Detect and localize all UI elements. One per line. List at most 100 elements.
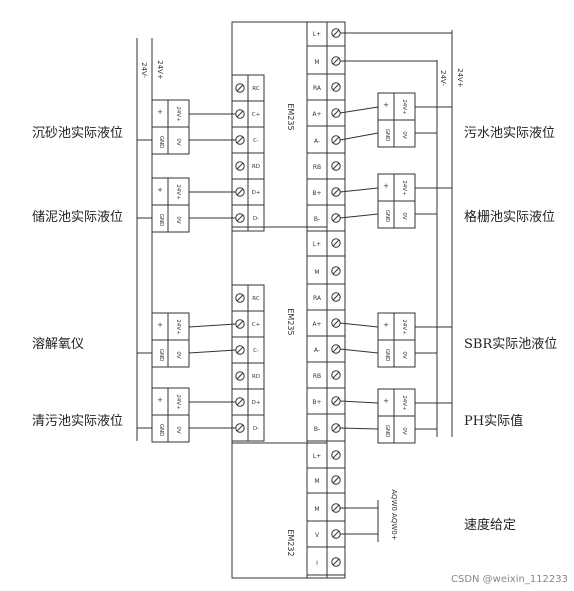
right-transmitter-4-gnd: GND [384, 425, 390, 438]
screw-slot [236, 84, 244, 92]
signal-wire [188, 323, 237, 328]
module-1-pin-B-: B- [314, 216, 320, 223]
screw-slot [332, 83, 340, 91]
screw-slot [332, 57, 340, 65]
screw-slot [332, 319, 340, 327]
right-transmitter-4-plus: + [383, 397, 389, 405]
left-sensor-label-1: 沉砂池实际液位 [32, 126, 124, 141]
left-bus-label-plus: 24V+ [156, 60, 164, 80]
left-sensor-label-3: 溶解氧仪 [32, 337, 85, 352]
module-2-pin-C-: C- [253, 348, 259, 354]
signal-wire [339, 427, 379, 430]
module-1-pin-RC: RC [252, 86, 260, 92]
right-sensor-label-2: 格栅池实际液位 [464, 210, 556, 225]
right-terminal-strip [306, 21, 346, 579]
screw-slot [332, 476, 340, 484]
module-1-pin-A+: A+ [312, 111, 321, 118]
signal-wire [339, 187, 379, 193]
screw-slot [236, 294, 244, 302]
module-1-pin-L+: L+ [313, 31, 321, 38]
module-3-pin-V: V [315, 532, 320, 539]
module-3-pin-L+: L+ [313, 453, 321, 460]
left-transmitter-2-plus: + [157, 186, 163, 194]
module-1-pin-M: M [314, 59, 319, 66]
left-transmitter-2-0v: 0V [175, 216, 181, 223]
module-2-pin-RC: RC [252, 296, 260, 302]
left-bus-label-minus: 24V- [140, 62, 148, 78]
screw-slot [332, 558, 340, 566]
right-sensor-label-1: 污水池实际液位 [464, 126, 556, 141]
right-transmitter-1-plus: + [383, 101, 389, 109]
screw-slot [332, 397, 340, 405]
right-transmitter-2-plus: + [383, 182, 389, 190]
screw-terminal-icon [331, 161, 341, 171]
screw-slot [332, 267, 340, 275]
left-transmitter-1-24v: 24V+ [175, 106, 181, 122]
screw-terminal-icon [331, 238, 341, 248]
right-transmitter-3-plus: + [383, 321, 389, 329]
left-transmitter-4-24v: 24V+ [175, 394, 181, 410]
module-name-1: EM235 [286, 103, 295, 130]
module-1-pin-B+: B+ [312, 190, 321, 197]
screw-slot [332, 371, 340, 379]
module-name-3: EM232 [286, 529, 295, 556]
module-2-pin-D-: D- [253, 426, 259, 432]
left-transmitter-4-gnd: GND [158, 424, 164, 437]
left-transmitter-3-gnd: GND [158, 349, 164, 362]
screw-slot [332, 451, 340, 459]
module-3-body [231, 442, 328, 579]
module-1-pin-RB: RB [313, 164, 321, 171]
screw-slot [236, 162, 244, 170]
signal-wire [188, 349, 237, 354]
screw-terminal-icon [331, 266, 341, 276]
screw-slot [332, 239, 340, 247]
left-transmitter-2-gnd: GND [158, 214, 164, 227]
left-transmitter-1-0v: 0V [175, 138, 181, 145]
screw-slot [332, 293, 340, 301]
module-1-pin-C+: C+ [252, 112, 261, 118]
module-2-pin-RD: RD [252, 374, 260, 380]
left-transmitter-4-plus: + [157, 396, 163, 404]
right-bus-label-minus: 24V- [439, 70, 447, 86]
screw-terminal-icon [331, 370, 341, 380]
analog-output-label: AQW0 AQW0+ [390, 489, 398, 540]
speed-setpoint-label: 速度给定 [464, 518, 517, 533]
signal-wire [339, 132, 379, 141]
right-transmitter-3-gnd: GND [384, 349, 390, 362]
screw-slot [236, 320, 244, 328]
module-name-2: EM235 [286, 308, 295, 335]
screw-slot [332, 530, 340, 538]
screw-slot [236, 398, 244, 406]
module-3-pin-M: M [314, 506, 319, 513]
screw-slot [236, 214, 244, 222]
left-sensor-label-4: 清污池实际液位 [32, 414, 124, 429]
module-1-pin-RA: RA [313, 85, 322, 92]
module-2-pin-L+: L+ [313, 241, 321, 248]
screw-terminal-icon [235, 83, 245, 93]
module-2-pin-RB: RB [313, 373, 321, 380]
module-2-pin-B+: B+ [312, 399, 321, 406]
module-2-pin-D+: D+ [252, 400, 261, 406]
module-2-body [231, 226, 328, 444]
left-sensor-label-2: 储泥池实际液位 [32, 210, 124, 225]
module-2-pin-M: M [314, 269, 319, 276]
module-1-pin-RD: RD [252, 164, 260, 170]
screw-slot [236, 110, 244, 118]
right-sensor-label-3: SBR实际池液位 [464, 337, 558, 352]
module-1-pin-A-: A- [314, 138, 320, 145]
screw-slot [332, 424, 340, 432]
screw-slot [332, 188, 340, 196]
screw-slot [332, 29, 340, 37]
screw-slot [236, 346, 244, 354]
right-transmitter-1-24v: 24V+ [401, 99, 407, 115]
screw-slot [332, 109, 340, 117]
left-transmitter-3-plus: + [157, 321, 163, 329]
right-transmitter-3-24v: 24V+ [401, 319, 407, 335]
right-transmitter-4-0v: 0V [401, 427, 407, 434]
module-2-pin-RA: RA [313, 295, 322, 302]
signal-wire [339, 400, 379, 404]
right-transmitter-3-0v: 0V [401, 351, 407, 358]
right-sensor-label-4: PH实际值 [464, 414, 524, 429]
screw-terminal-icon [235, 161, 245, 171]
